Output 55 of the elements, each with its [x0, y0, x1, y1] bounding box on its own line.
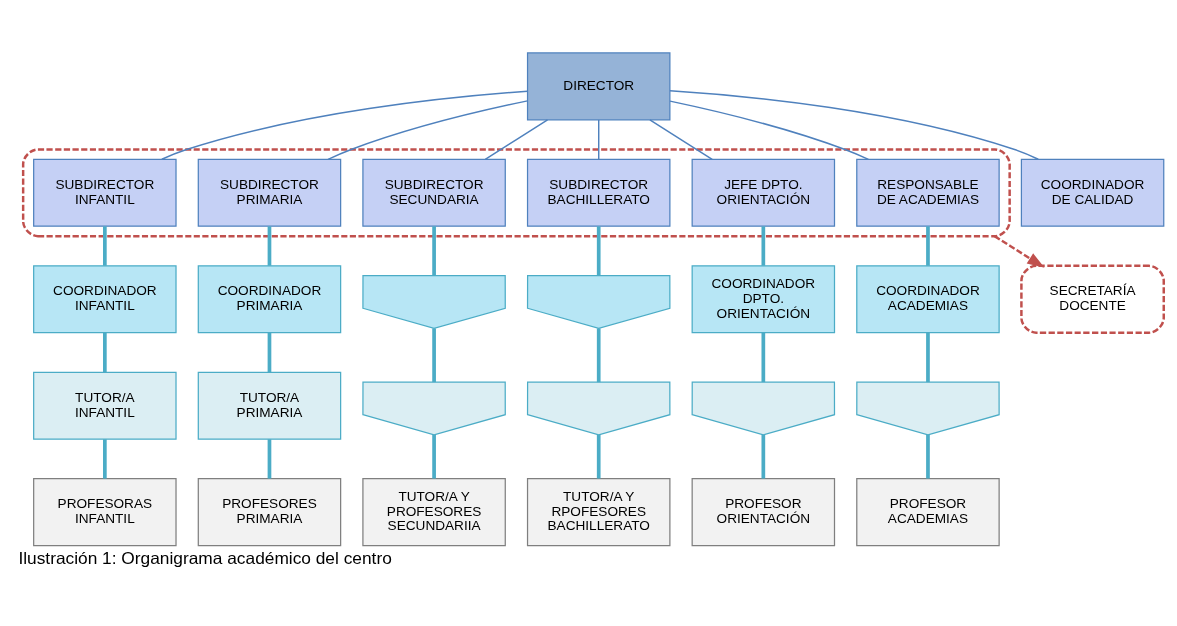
node-box: JEFE DPTO. ORIENTACIÓN: [691, 158, 836, 227]
connector: [103, 332, 107, 372]
node-box: SUBDIRECTOR PRIMARIA: [197, 158, 342, 227]
connector: [103, 438, 107, 479]
connector: [327, 99, 529, 160]
node-arrow: [526, 381, 671, 435]
connector: [596, 225, 601, 276]
connector: [432, 434, 436, 479]
node-box: COORDINADOR DPTO. ORIENTACIÓN: [691, 264, 836, 333]
connector: [267, 438, 272, 479]
connector: [103, 225, 107, 266]
node-box: COORDINADOR ACADEMIAS: [856, 264, 1000, 333]
connector: [669, 99, 870, 160]
node-box: SUBDIRECTOR INFANTIL: [33, 158, 177, 227]
connector: [926, 225, 930, 266]
connector: [649, 118, 713, 160]
connector: [761, 332, 766, 382]
node-box: TUTOR/A Y RPOFESORES BACHILLERATO: [526, 477, 671, 546]
connector: [596, 434, 601, 479]
connector: [161, 90, 529, 160]
arrow: [993, 234, 1045, 268]
connector: [267, 225, 272, 266]
node-box: PROFESORES PRIMARIA: [197, 477, 342, 546]
node-box: RESPONSABLE DE ACADEMIAS: [856, 158, 1000, 227]
connector: [484, 118, 549, 160]
node-box: COORDINADOR INFANTIL: [33, 264, 177, 333]
node-box: TUTOR/A INFANTIL: [33, 371, 177, 440]
cluster: [21, 147, 1011, 237]
node-box: TUTOR/A PRIMARIA: [197, 371, 342, 440]
connector: [596, 327, 601, 382]
connector: [926, 434, 930, 479]
node-box: SECRETARÍA DOCENTE: [1020, 264, 1165, 334]
node-box: DIRECTOR: [526, 51, 671, 120]
connector: [926, 332, 930, 382]
connector: [761, 434, 766, 479]
caption: Ilustración 1: Organigrama académico del centro: [18, 547, 392, 568]
connector: [432, 327, 436, 382]
node-box: PROFESOR ACADEMIAS: [856, 477, 1000, 546]
connector: [761, 225, 766, 266]
node-arrow: [362, 381, 506, 435]
node-box: COORDINADOR DE CALIDAD: [1020, 158, 1165, 227]
node-box: COORDINADOR PRIMARIA: [197, 264, 342, 333]
connector: [432, 225, 436, 276]
node-arrow: [691, 381, 836, 435]
node-box: SUBDIRECTOR BACHILLERATO: [526, 158, 671, 227]
connector: [267, 332, 272, 372]
node-box: PROFESOR ORIENTACIÓN: [691, 477, 836, 546]
connector: [669, 89, 1039, 160]
node-arrow: [526, 274, 671, 329]
node-box: TUTOR/A Y PROFESORES SECUNDARIIA: [362, 477, 506, 546]
node-box: SUBDIRECTOR SECUNDARIA: [362, 158, 506, 227]
node-box: PROFESORAS INFANTIL: [33, 477, 177, 546]
node-arrow: [362, 274, 506, 329]
node-arrow: [856, 381, 1000, 435]
connector: [597, 118, 600, 160]
